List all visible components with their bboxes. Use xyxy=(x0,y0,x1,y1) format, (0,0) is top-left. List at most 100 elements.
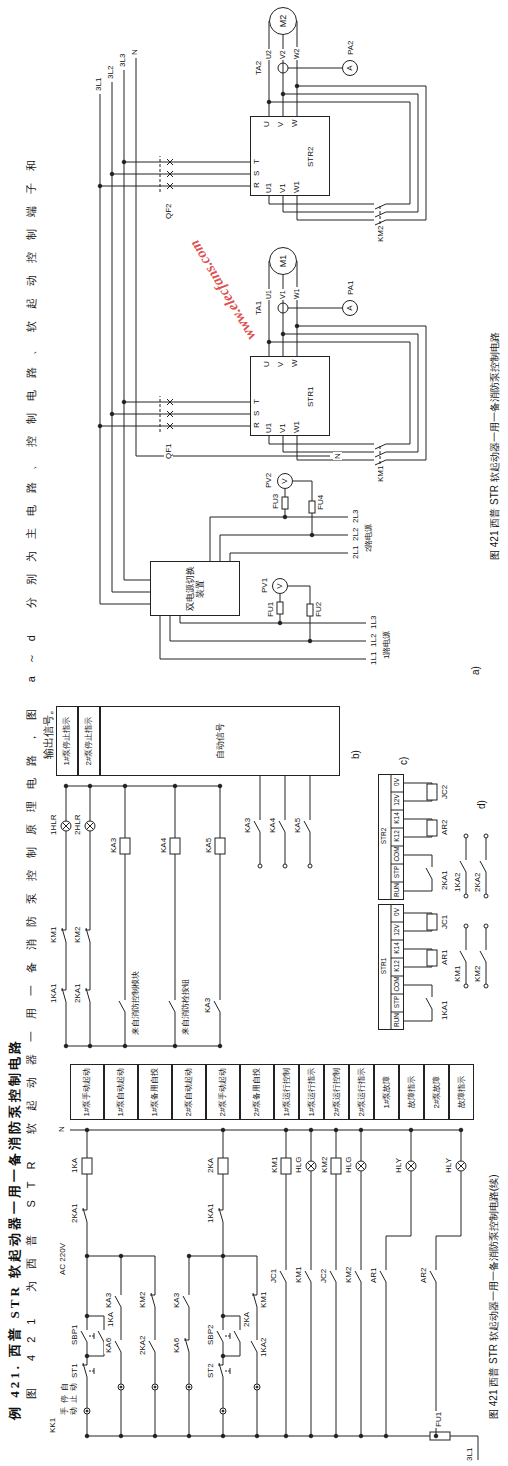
node-text: W xyxy=(291,119,300,127)
circle-outline xyxy=(343,61,358,76)
component-label: JC1 xyxy=(269,1268,278,1284)
component-label: 3L1 xyxy=(465,1447,474,1462)
node-text: STP xyxy=(393,993,400,1011)
component-label: JC2 xyxy=(440,784,449,800)
wire xyxy=(404,801,432,802)
component-label: AC 220V xyxy=(58,1242,67,1276)
function-label-box: 2#泵运行控制 xyxy=(324,1064,349,1120)
pushbutton-symbol xyxy=(225,1371,230,1372)
component-label: 2KA1 xyxy=(70,1202,79,1224)
node-text: 1#泵停止指示 xyxy=(62,717,71,766)
function-label-box: 2#泵备用自投 xyxy=(240,1064,274,1120)
wire xyxy=(257,1352,258,1384)
junction-dot xyxy=(88,784,92,788)
lamp-symbol xyxy=(406,1161,416,1171)
component-label: 1KA2 xyxy=(453,871,462,893)
fuse-symbol xyxy=(309,501,315,513)
selector-contact xyxy=(118,1384,124,1390)
junction-dot xyxy=(334,1434,338,1438)
node-text: 2#泵自动起动 xyxy=(184,1068,193,1117)
junction-dot xyxy=(309,1434,313,1438)
node-text: COM xyxy=(393,975,400,993)
wire xyxy=(87,1414,88,1436)
wire xyxy=(404,949,432,950)
terminal xyxy=(484,894,488,898)
component-label: 1KA1 xyxy=(206,1202,215,1224)
component-label: FU2 xyxy=(314,601,323,618)
node-text: U xyxy=(263,361,272,367)
wire xyxy=(223,1316,240,1317)
contact-symbol xyxy=(218,1365,223,1366)
wire xyxy=(100,94,150,604)
contact-symbol xyxy=(217,1331,223,1342)
junction-dot xyxy=(221,1128,225,1132)
circle-outline xyxy=(273,579,288,594)
motor-symbol: M2 xyxy=(269,7,297,35)
breaker-mark xyxy=(167,183,173,189)
wire xyxy=(436,1236,437,1270)
component-label: KA5 xyxy=(204,837,213,854)
contact-symbol xyxy=(86,928,90,942)
junction-dot xyxy=(123,784,127,788)
wire xyxy=(124,162,250,163)
wire xyxy=(311,1282,312,1436)
terminal-grid xyxy=(391,828,404,829)
junction-dot xyxy=(221,1314,225,1318)
wire xyxy=(486,872,487,894)
wire xyxy=(220,854,221,1000)
wire xyxy=(112,174,250,175)
voltmeter-symbol: V xyxy=(277,473,293,489)
coil-symbol xyxy=(427,914,437,930)
function-label-box: 1#泵自动起动 xyxy=(104,1064,138,1120)
pushbutton-symbol xyxy=(94,1333,95,1339)
junction-dot xyxy=(173,784,177,788)
contact-symbol xyxy=(214,1001,220,1012)
wire xyxy=(466,838,467,860)
function-label-box: 1#泵运行控制 xyxy=(274,1064,299,1120)
junction-dot xyxy=(255,1434,259,1438)
component-label: 自动 xyxy=(61,1383,79,1391)
contact-symbol xyxy=(61,990,66,991)
node-text: 1#泵自动起动 xyxy=(116,1068,125,1117)
wire xyxy=(486,838,487,860)
lamp-symbol xyxy=(308,1163,315,1170)
wire xyxy=(404,985,432,986)
wire xyxy=(293,481,312,501)
component-label: FU1 xyxy=(266,601,275,618)
contact-symbol xyxy=(82,1210,87,1211)
component-label: 2HLR xyxy=(73,814,82,836)
wire xyxy=(90,831,91,930)
component-label: PA1 xyxy=(346,279,355,296)
junction-dot xyxy=(359,1434,363,1438)
component-label: KA6 xyxy=(104,1337,113,1354)
wire xyxy=(288,586,310,604)
component-label: KK1 xyxy=(48,1417,57,1434)
ammeter-symbol: A xyxy=(342,300,358,316)
wire xyxy=(404,837,432,838)
node-text: 2#泵备用自投 xyxy=(252,1068,261,1117)
node-text: STR1 xyxy=(380,903,387,1029)
coil-symbol xyxy=(82,1158,92,1174)
function-label-box: 2#泵运行指示 xyxy=(349,1064,374,1120)
wire xyxy=(404,783,432,784)
wire xyxy=(311,1130,312,1161)
wire xyxy=(104,1316,105,1330)
wire xyxy=(283,94,418,212)
component-label: KA4 xyxy=(268,817,277,834)
junction-dot xyxy=(284,1128,288,1132)
node-text: STP xyxy=(393,863,400,881)
selector-contact xyxy=(84,1408,90,1414)
text-note: b) xyxy=(350,749,362,760)
terminal-grid xyxy=(391,958,404,959)
lamp-symbol xyxy=(308,1163,315,1170)
switch-box: 双电源切换装置 xyxy=(150,561,240,616)
wire xyxy=(240,1342,241,1356)
contact-symbol xyxy=(460,951,466,962)
component-label: U1 xyxy=(265,289,273,300)
pushbutton-symbol xyxy=(89,1371,94,1372)
wire xyxy=(87,1316,104,1317)
wire xyxy=(486,928,487,950)
wire xyxy=(223,1414,224,1436)
component-label: FU1 xyxy=(434,1411,443,1428)
contact-symbol xyxy=(83,1208,87,1222)
